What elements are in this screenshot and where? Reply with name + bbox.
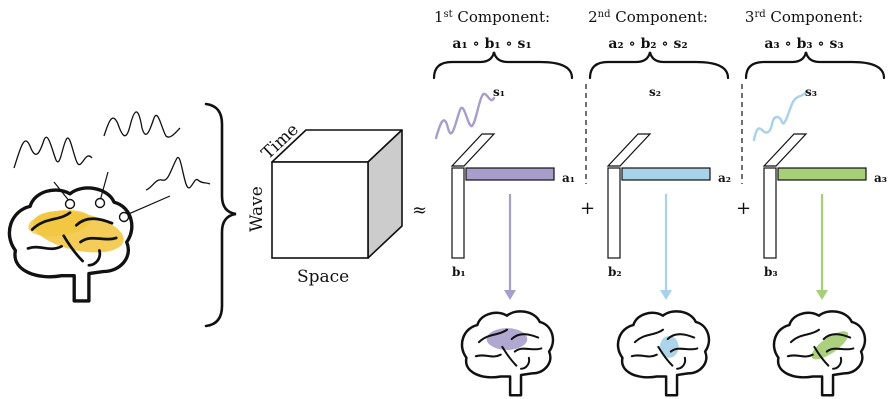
down-arrow-head — [816, 290, 828, 300]
plus-symbol: + — [736, 198, 751, 219]
approx-symbol: ≈ — [412, 200, 427, 221]
a-vector-bar — [465, 167, 555, 181]
eeg-wave — [13, 136, 93, 169]
component-2: 2nd Component: a₂ ∘ b₂ ∘ s₂ s₂ a₂ b₂ — [588, 8, 808, 397]
electrode — [94, 197, 106, 209]
b-vector-label: b₃ — [764, 265, 778, 279]
component-brace — [432, 51, 574, 80]
component-3: 3rd Component: a₃ ∘ b₃ ∘ s₃ s₃ a₃ b₃ — [744, 8, 887, 397]
b-vector-label: b₁ — [452, 265, 466, 279]
component-1: 1st Component: a₁ ∘ b₁ ∘ s₁ s₁ a₁ b₁ — [432, 8, 575, 397]
source-brain — [7, 111, 211, 303]
component-formula: a₃ ∘ b₃ ∘ s₃ — [764, 36, 843, 52]
a-vector-label: a₁ — [562, 171, 575, 185]
s-vector-label: s₂ — [649, 85, 661, 99]
component-formula: a₁ ∘ b₁ ∘ s₁ — [452, 36, 531, 52]
s-vector-label: s₃ — [805, 85, 817, 99]
a-vector-label: a₃ — [874, 171, 887, 185]
brain-highlight — [486, 328, 528, 350]
a-vector-bar — [777, 167, 867, 181]
b-vector-bar — [763, 167, 777, 259]
a-vector-bar — [621, 167, 711, 181]
components-group: 1st Component: a₁ ∘ b₁ ∘ s₁ s₁ a₁ b₁ 2nd Comp… — [432, 8, 887, 397]
component-title: 3rd Component: — [745, 8, 863, 26]
s-vector-label: s₁ — [493, 85, 505, 99]
down-arrow-head — [660, 290, 672, 300]
component-brace — [588, 51, 730, 80]
s-vector-bar — [450, 133, 496, 167]
brain-highlight — [659, 335, 679, 358]
s-vector-bar — [762, 133, 808, 167]
space-axis-label: Space — [297, 267, 349, 287]
electrode — [64, 198, 76, 210]
electrode — [118, 211, 130, 223]
b-vector-label: b₂ — [608, 265, 622, 279]
component-formula: a₂ ∘ b₂ ∘ s₂ — [608, 36, 687, 52]
brain-icon — [460, 310, 555, 397]
component-brace — [744, 51, 886, 80]
component-title: 2nd Component: — [588, 8, 708, 26]
plus-symbol: + — [580, 198, 595, 219]
eeg-wave — [145, 157, 211, 191]
source-signal-wave — [434, 92, 496, 140]
down-arrow-head — [504, 290, 516, 300]
brain-icon — [616, 310, 711, 397]
brain-highlight — [811, 331, 849, 360]
source-signal-wave — [752, 90, 808, 142]
curly-brace-icon — [204, 102, 237, 328]
s-vector-bar — [606, 133, 652, 167]
tensor-cube — [271, 129, 403, 259]
component-title: 1st Component: — [434, 8, 550, 26]
b-vector-bar — [607, 167, 621, 259]
wave-axis-label: Wave — [247, 186, 267, 232]
brain-icon — [7, 186, 134, 303]
b-vector-bar — [451, 167, 465, 259]
a-vector-label: a₂ — [718, 171, 731, 185]
brain-icon — [772, 310, 867, 397]
eeg-wave — [103, 111, 181, 138]
